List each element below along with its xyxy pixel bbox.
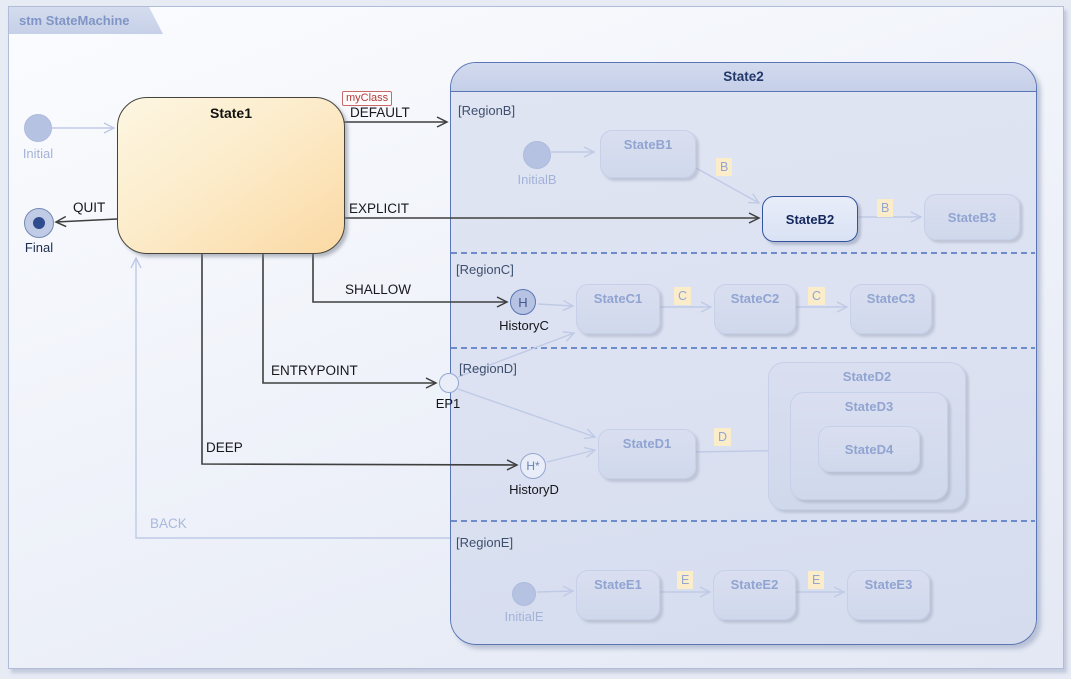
transition-label-quit[interactable]: QUIT [73,200,106,215]
state2-title: State2 [723,69,764,84]
ep1-label: EP1 [435,396,461,411]
statee3-label: StateE3 [864,577,913,592]
transition-label-explicit[interactable]: EXPLICIT [349,201,410,216]
state-state1[interactable]: State1 [117,97,345,254]
stated3-label: StateD3 [844,399,894,414]
shallow-history-node[interactable]: H [510,289,536,315]
deep-history-node[interactable]: H* [520,453,546,479]
initial-node-label: Initial [22,146,54,161]
trigger-e1[interactable]: E [677,571,694,589]
statec3-label: StateC3 [866,291,916,306]
region-label-b: [RegionB] [458,103,516,118]
statee2-label: StateE2 [730,577,779,592]
stated4-label: StateD4 [844,441,894,457]
transition-stereotype-myclass[interactable]: myClass [342,91,393,106]
state1-title: State1 [209,105,253,121]
frame-title: stm StateMachine [19,13,130,28]
initialb-label: InitialB [517,172,557,187]
historyd-label: HistoryD [509,482,559,497]
transition-label-deep[interactable]: DEEP [206,440,243,455]
stated2-label: StateD2 [842,369,892,384]
transition-label-entrypoint[interactable]: ENTRYPOINT [271,363,358,378]
initiale-label: InitialE [504,609,544,624]
state-statee2[interactable]: StateE2 [713,570,796,620]
region-label-c: [RegionC] [456,262,514,277]
state2-header: State2 [451,63,1036,92]
state-stateb2[interactable]: StateB2 [762,196,858,242]
final-node-dot [33,217,45,229]
final-node[interactable] [24,208,54,238]
transition-label-default[interactable]: DEFAULT [350,105,410,120]
trigger-b1[interactable]: B [716,158,733,176]
region-label-d: [RegionD] [459,361,517,376]
statee1-label: StateE1 [594,577,642,592]
final-node-label: Final [24,240,54,255]
stateb1-label: StateB1 [623,137,673,152]
trigger-c2[interactable]: C [808,287,826,305]
initial-node[interactable] [24,114,52,142]
state-statec1[interactable]: StateC1 [576,284,660,334]
initialb-node[interactable] [523,141,551,169]
stateb2-label: StateB2 [785,211,835,227]
statec2-label: StateC2 [730,291,780,306]
transition-label-shallow[interactable]: SHALLOW [345,282,412,297]
state-statee1[interactable]: StateE1 [576,570,660,620]
trigger-c1[interactable]: C [674,287,692,305]
state-stated4[interactable]: StateD4 [818,426,920,472]
transition-label-back[interactable]: BACK [150,516,187,531]
state-stateb1[interactable]: StateB1 [600,130,696,178]
state-statec2[interactable]: StateC2 [714,284,796,334]
trigger-e2[interactable]: E [808,571,825,589]
state-stated1[interactable]: StateD1 [598,429,696,479]
initiale-node[interactable] [512,582,536,606]
frame-title-tab: stm StateMachine [9,7,163,34]
statec1-label: StateC1 [593,291,643,306]
stateb3-label: StateB3 [947,209,997,225]
trigger-b2[interactable]: B [877,199,894,217]
entry-point-node[interactable] [439,373,459,393]
historyc-label: HistoryC [499,318,549,333]
state-statee3[interactable]: StateE3 [847,570,930,620]
deep-history-icon: H* [526,459,540,473]
shallow-history-icon: H [518,294,528,310]
state-stateb3[interactable]: StateB3 [924,194,1020,240]
state-statec3[interactable]: StateC3 [850,284,932,334]
region-label-e: [RegionE] [456,535,514,550]
trigger-d[interactable]: D [714,428,732,446]
stated1-label: StateD1 [622,436,672,451]
